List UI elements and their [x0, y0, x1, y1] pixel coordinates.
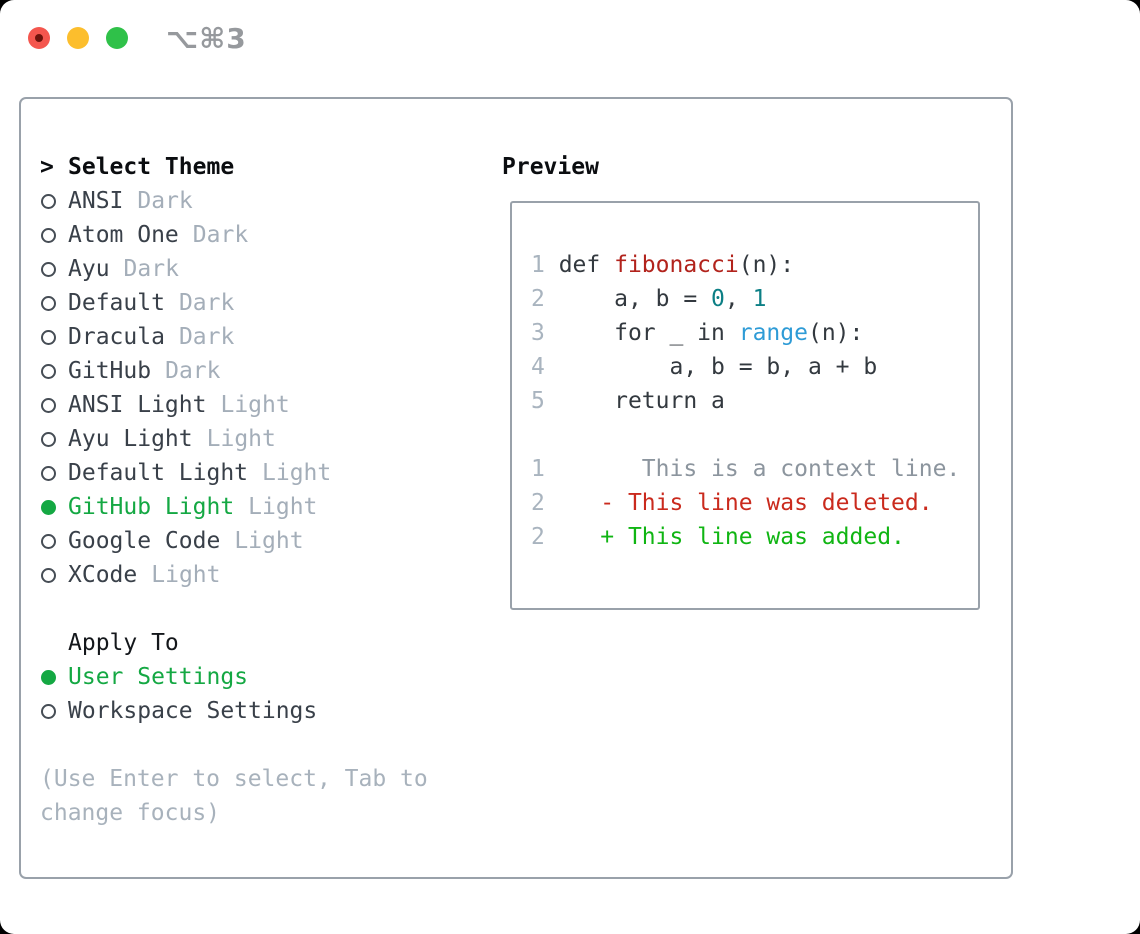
theme-option-default-light[interactable]: Default Light Light — [40, 456, 490, 490]
theme-variant: Light — [151, 562, 221, 588]
titlebar: ⌥⌘3 — [0, 0, 1140, 76]
radio-selected-icon — [41, 499, 56, 515]
line-number: 3 — [531, 320, 559, 346]
diff-deleted-line: 2 - This line was deleted. — [531, 490, 933, 516]
theme-name: Atom One — [68, 222, 179, 248]
theme-name: XCode — [68, 562, 138, 588]
line-number: 2 — [531, 286, 559, 312]
theme-variant: Dark — [123, 256, 179, 282]
code-line: 5 return a — [531, 388, 725, 414]
theme-name: Google Code — [68, 528, 221, 554]
theme-option-atom-one-dark[interactable]: Atom One Dark — [40, 218, 490, 252]
apply-option-workspace-settings[interactable]: Workspace Settings — [40, 694, 490, 728]
theme-option-dracula-dark[interactable]: Dracula Dark — [40, 320, 490, 354]
line-number: 1 — [531, 456, 545, 482]
theme-name: GitHub — [68, 358, 152, 384]
cursor-icon: > — [40, 154, 54, 180]
spacer — [40, 592, 490, 626]
theme-option-ansi-light[interactable]: ANSI Light Light — [40, 388, 490, 422]
theme-variant: Dark — [178, 290, 235, 316]
theme-name: ANSI Light — [68, 392, 207, 418]
theme-name: Ayu Light — [68, 426, 193, 452]
theme-variant: Light — [234, 528, 304, 554]
theme-variant: Light — [248, 494, 318, 520]
radio-icon — [41, 227, 56, 243]
radio-icon — [41, 465, 56, 481]
theme-option-default-dark[interactable]: Default Dark — [40, 286, 490, 320]
line-number: 4 — [531, 354, 559, 380]
radio-icon — [41, 363, 56, 379]
radio-icon — [41, 261, 56, 277]
hint-text-line-1: (Use Enter to select, Tab to — [40, 766, 428, 792]
radio-selected-icon — [41, 669, 56, 685]
radio-icon — [41, 431, 56, 447]
theme-name: Dracula — [68, 324, 165, 350]
zoom-button[interactable] — [106, 27, 128, 49]
number-token: 0 — [711, 286, 725, 312]
window-title: ⌥⌘3 — [166, 22, 247, 55]
line-number: 2 — [531, 524, 545, 550]
theme-variant: Light — [206, 426, 276, 452]
theme-option-xcode[interactable]: XCode Light — [40, 558, 490, 592]
radio-icon — [41, 193, 56, 209]
theme-variant: Dark — [165, 358, 221, 384]
radio-icon — [41, 533, 56, 549]
minimize-button[interactable] — [67, 27, 89, 49]
theme-option-ayu-light[interactable]: Ayu Light Light — [40, 422, 490, 456]
code-line: 4 a, b = b, a + b — [531, 354, 878, 380]
theme-variant: Light — [220, 392, 290, 418]
builtin-call-token: range — [738, 320, 808, 346]
spacer — [40, 728, 490, 762]
diff-context-line: 1 This is a context line. — [531, 456, 961, 482]
code-line: 3 for _ in range(n): — [531, 320, 864, 346]
section-title: Apply To — [68, 630, 179, 656]
theme-name: Default — [68, 290, 165, 316]
theme-name: GitHub Light — [68, 494, 235, 520]
theme-option-ayu-dark[interactable]: Ayu Dark — [40, 252, 490, 286]
theme-variant: Dark — [178, 324, 235, 350]
apply-option-label: Workspace Settings — [68, 698, 318, 724]
theme-name: Default Light — [68, 460, 249, 486]
diff-added-line: 2 + This line was added. — [531, 524, 905, 550]
preview-title: Preview — [502, 154, 599, 180]
apply-to-header: Apply To — [40, 626, 490, 660]
radio-icon — [41, 329, 56, 345]
theme-name: ANSI — [68, 188, 124, 214]
hint-text-line-2: change focus) — [40, 800, 221, 826]
theme-variant: Dark — [192, 222, 249, 248]
theme-variant: Light — [262, 460, 332, 486]
radio-icon — [41, 567, 56, 583]
section-title: Select Theme — [68, 154, 235, 180]
line-number: 2 — [531, 490, 545, 516]
preview-pane: 1 def fibonacci(n): 2 a, b = 0, 1 3 for … — [510, 201, 980, 610]
blank-line — [531, 418, 978, 452]
theme-option-google-code[interactable]: Google Code Light — [40, 524, 490, 558]
theme-option-github-dark[interactable]: GitHub Dark — [40, 354, 490, 388]
close-button[interactable] — [28, 27, 50, 49]
select-theme-header: > Select Theme — [40, 150, 490, 184]
theme-option-github-light[interactable]: GitHub Light Light — [40, 490, 490, 524]
code-line: 2 a, b = 0, 1 — [531, 286, 767, 312]
apply-option-label: User Settings — [68, 664, 249, 690]
code-line: 1 def fibonacci(n): — [531, 252, 795, 278]
theme-option-ansi-dark[interactable]: ANSI Dark — [40, 184, 490, 218]
line-number: 5 — [531, 388, 559, 414]
radio-icon — [41, 397, 56, 413]
theme-variant: Dark — [137, 188, 193, 214]
number-token: 1 — [752, 286, 767, 312]
radio-icon — [41, 295, 56, 311]
theme-dialog-panel: > Select Theme ANSI Dark Atom One Dark A… — [19, 97, 1013, 879]
theme-name: Ayu — [68, 256, 110, 282]
line-number: 1 — [531, 252, 559, 278]
theme-list: > Select Theme ANSI Dark Atom One Dark A… — [40, 150, 490, 830]
function-name-token: fibonacci — [614, 252, 739, 278]
apply-option-user-settings[interactable]: User Settings — [40, 660, 490, 694]
radio-icon — [41, 703, 56, 719]
